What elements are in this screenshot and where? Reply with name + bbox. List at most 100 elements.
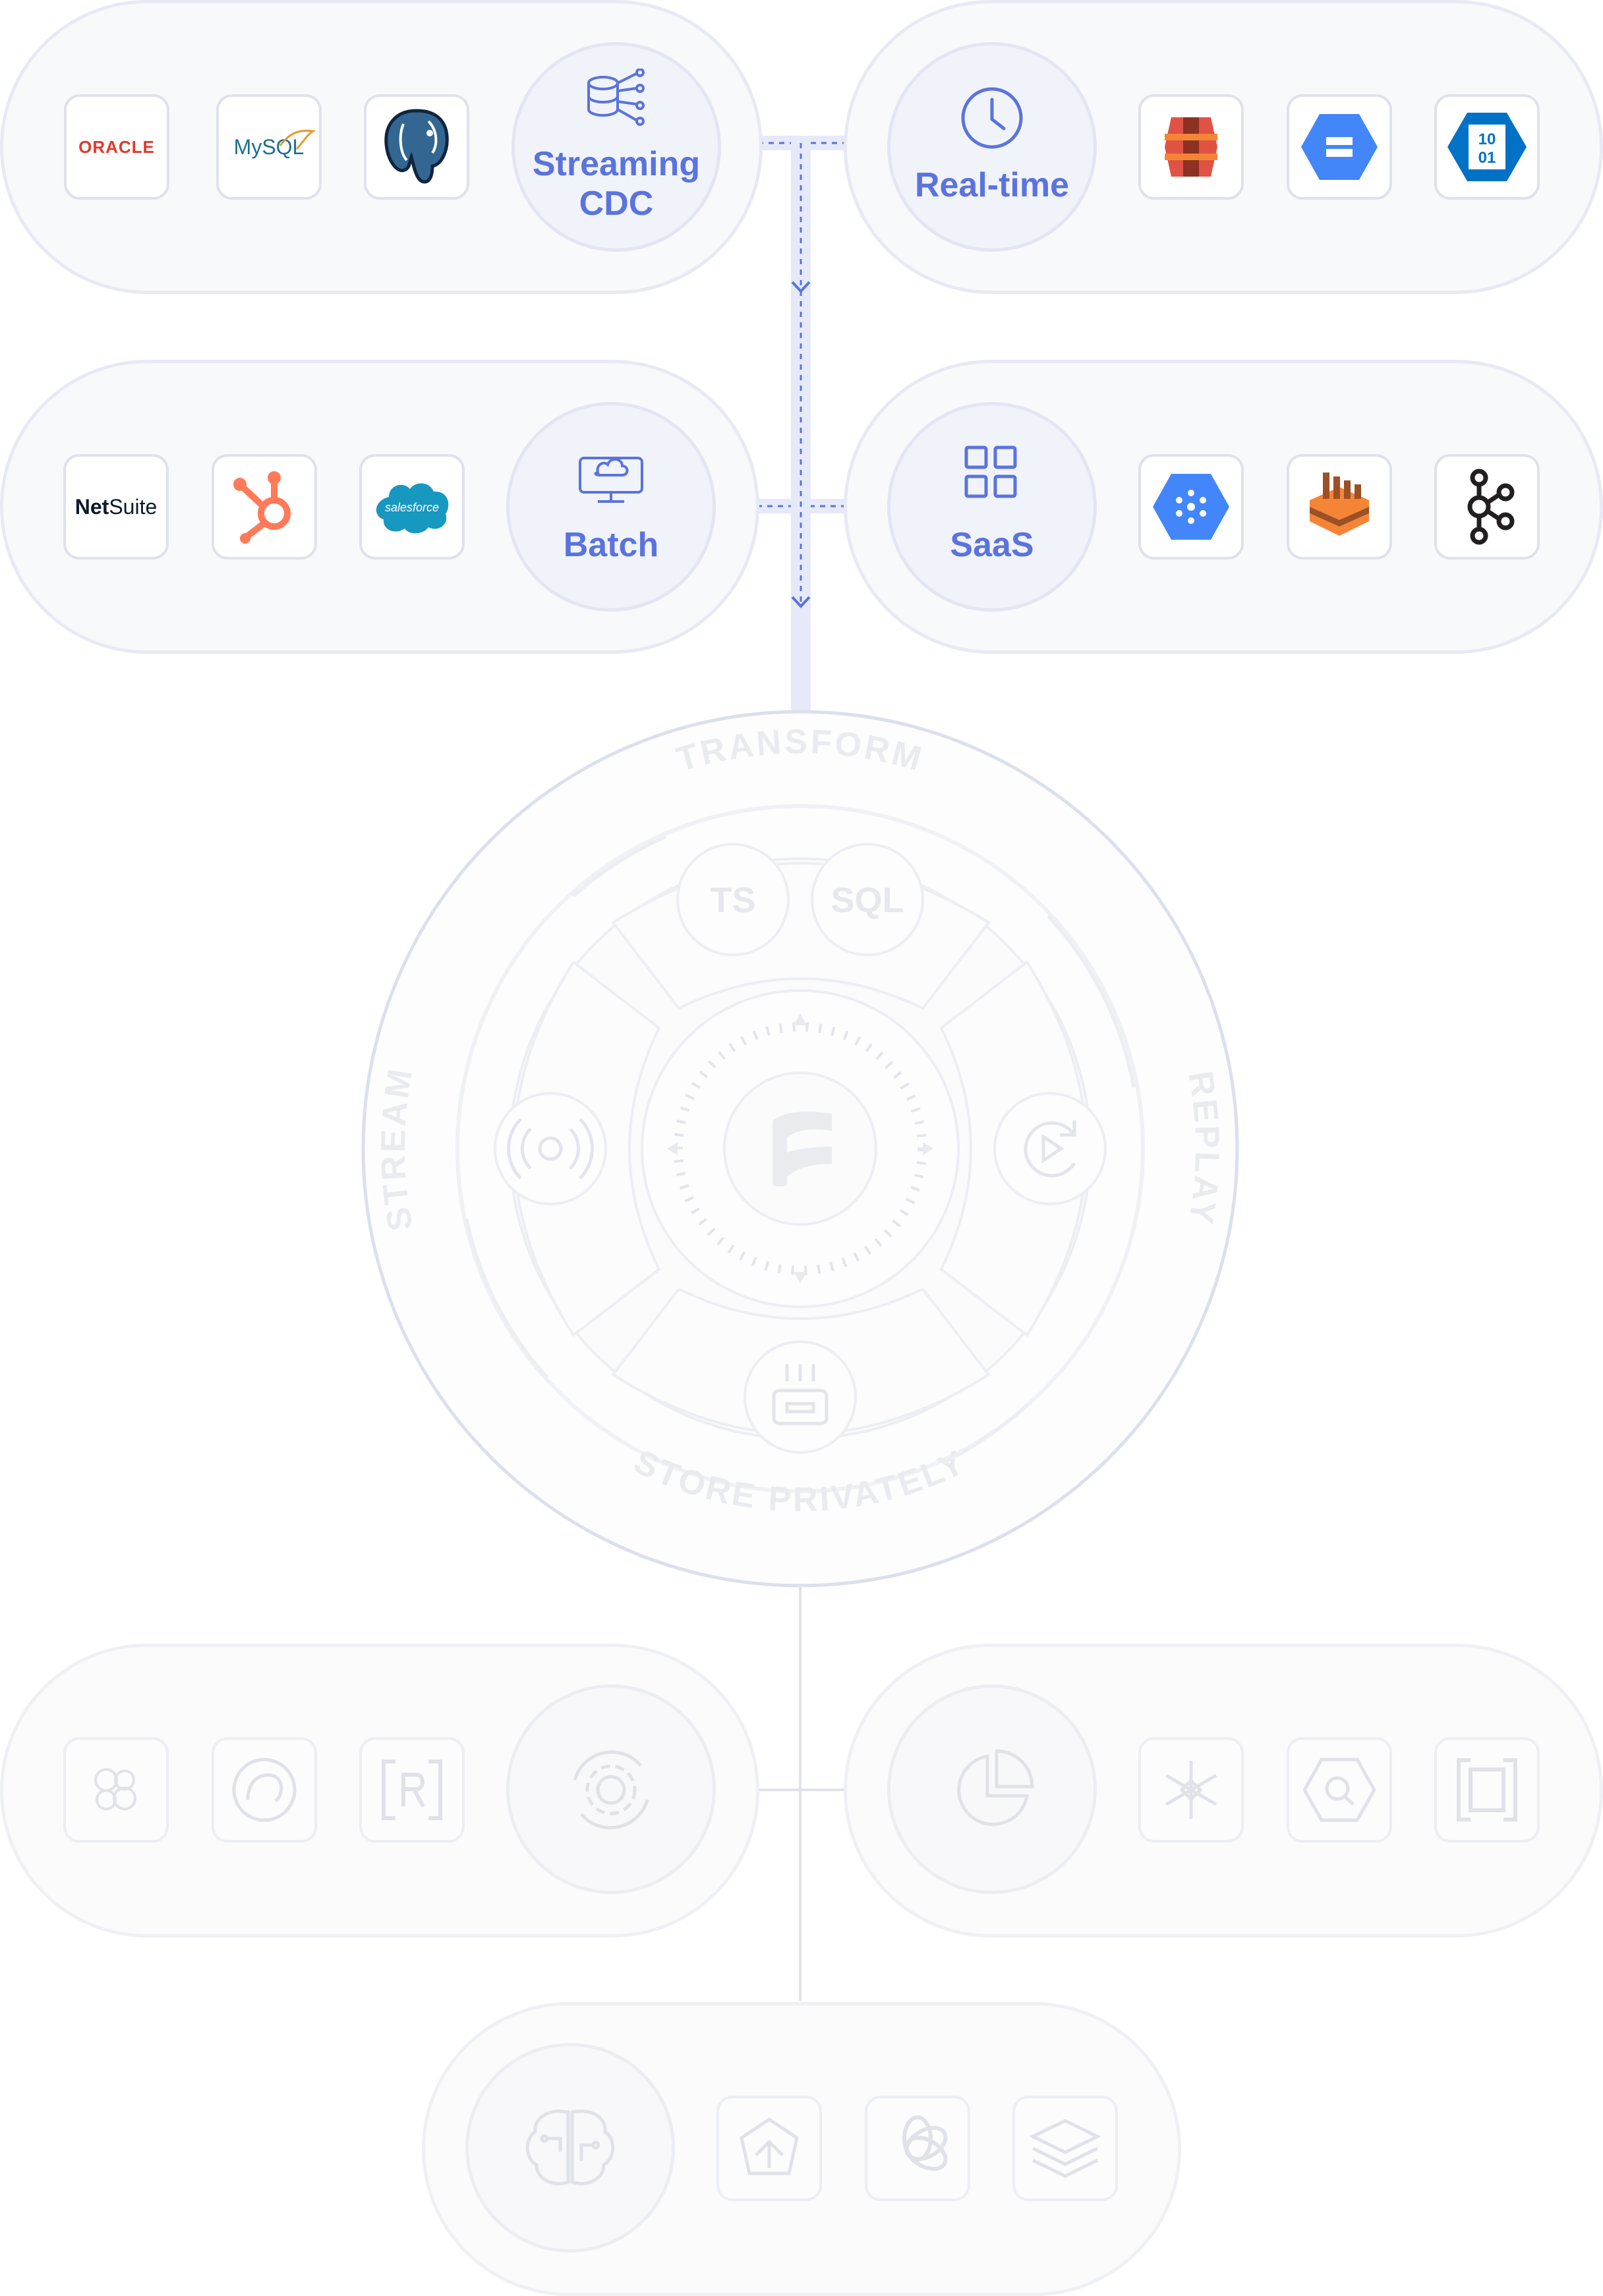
hubspot-logo[interactable] — [212, 454, 317, 560]
streaming-cdc-label-line2: CDC — [579, 185, 654, 223]
svg-text:10: 10 — [1478, 130, 1496, 148]
bracket-r-icon — [382, 1760, 442, 1820]
transform-ts-circle[interactable] — [676, 843, 790, 956]
svg-text:TRANSFORM: TRANSFORM — [672, 723, 927, 779]
hub-ring-arc — [455, 804, 1145, 1493]
aws-kinesis-icon — [1310, 473, 1369, 536]
transform-ts-label: TS — [710, 880, 755, 920]
azure-blob-hex-icon: 10 01 — [1447, 113, 1527, 181]
estuary-logo-icon — [772, 1111, 832, 1186]
bigquery-logo[interactable] — [1287, 1737, 1392, 1843]
aws-s3-bucket-icon — [1165, 117, 1217, 177]
svg-text:STREAM: STREAM — [374, 1064, 421, 1234]
realtime-node[interactable]: Real-time — [887, 42, 1097, 252]
petal-top — [611, 862, 991, 1010]
mysql-dolphin-icon — [279, 129, 316, 150]
streaming-cdc-label-line1: Streaming — [532, 145, 701, 183]
cloud-monitor-icon — [579, 457, 643, 503]
ring-arrow-top-left — [572, 835, 666, 898]
pubsub-hex-icon — [1153, 474, 1229, 540]
stack-layers-icon — [1029, 2119, 1101, 2178]
postgres-outline-icon — [232, 1758, 297, 1822]
pinecone-icon — [740, 2117, 799, 2175]
salesforce-logo[interactable]: salesforce — [359, 454, 465, 560]
batch-node[interactable]: Batch — [506, 402, 716, 612]
kafka-logo[interactable] — [1434, 454, 1540, 560]
hub-center-circle — [723, 1072, 877, 1226]
aws-s3-logo[interactable] — [1138, 94, 1244, 200]
bigquery-hex-icon — [1303, 1758, 1376, 1822]
analytics-destination-node[interactable] — [887, 1684, 1097, 1894]
ring-arrow-bottom-right — [941, 1402, 1030, 1465]
snowflake-logo[interactable] — [1138, 1737, 1244, 1843]
azure-blob-logo[interactable]: 10 01 — [1434, 94, 1540, 200]
google-pubsub-logo[interactable] — [1138, 454, 1244, 560]
transform-sql-circle[interactable] — [811, 843, 924, 956]
openai-logo[interactable] — [865, 2096, 970, 2201]
database-stream-icon — [587, 69, 645, 126]
stream-node[interactable] — [494, 1092, 607, 1205]
hub-tick-ring — [674, 1022, 927, 1275]
salesforce-logo-text: salesforce — [385, 501, 439, 514]
salesforce-cloud-icon: salesforce — [376, 483, 449, 534]
oracle-logo-text: ORACLE — [78, 136, 155, 157]
postgres-outline-logo[interactable] — [212, 1737, 317, 1843]
snowflake-icon — [1165, 1761, 1217, 1819]
ring-label-transform: TRANSFORM — [672, 723, 925, 779]
hubspot-sprocket-icon — [233, 471, 291, 544]
saas-label: SaaS — [950, 526, 1034, 564]
pie-chart-icon — [957, 1749, 1034, 1826]
arrow-down-1 — [791, 281, 811, 293]
databricks-bracket-logo[interactable] — [1434, 1737, 1540, 1843]
postgresql-elephant-icon — [384, 109, 449, 184]
tri-bottom — [794, 1272, 807, 1284]
netsuite-logo-bold: Net — [74, 494, 109, 519]
google-cloud-storage-logo[interactable] — [1287, 94, 1392, 200]
pinecone-logo[interactable] — [716, 2096, 822, 2201]
svg-text:REPLAY: REPLAY — [1180, 1068, 1226, 1228]
batch-label: Batch — [563, 526, 659, 564]
saas-node[interactable]: SaaS — [887, 402, 1097, 612]
redshift-bracket-logo[interactable] — [359, 1737, 465, 1843]
ring-label-store-privately: STORE PRIVATELY — [628, 1443, 970, 1520]
netsuite-logo-regular: Suite — [109, 494, 158, 519]
kafka-nodes-icon — [1467, 469, 1515, 545]
transform-sql-label: SQL — [831, 880, 904, 920]
openai-knot-icon — [902, 2115, 948, 2171]
tri-left — [667, 1142, 678, 1155]
stack-layers-logo[interactable] — [1012, 2096, 1118, 2201]
svg-text:01: 01 — [1478, 149, 1496, 167]
storage-drive-icon — [772, 1364, 829, 1425]
replay-icon — [1024, 1120, 1076, 1178]
realtime-label: Real-time — [914, 166, 1070, 204]
streaming-cdc-node[interactable]: Streaming CDC — [511, 42, 721, 252]
ops-destination-node[interactable] — [506, 1684, 716, 1894]
oracle-logo[interactable]: ORACLE — [64, 94, 169, 200]
mysql-logo[interactable]: MySQL — [216, 94, 322, 200]
ai-destination-node[interactable] — [465, 2043, 675, 2253]
arrow-down-2 — [791, 596, 811, 608]
store-node[interactable] — [743, 1340, 857, 1454]
postgresql-logo[interactable] — [364, 94, 469, 200]
ring-label-replay: REPLAY — [1180, 1068, 1223, 1228]
tri-top — [794, 1014, 807, 1025]
bubbles-logo[interactable] — [63, 1737, 169, 1843]
replay-node[interactable] — [993, 1092, 1107, 1205]
bubbles-icon — [94, 1768, 136, 1810]
broadcast-play-icon — [507, 1118, 594, 1180]
brain-circuit-icon — [525, 2109, 615, 2185]
tri-right — [923, 1142, 933, 1155]
ring-arrow-left — [465, 1219, 548, 1379]
mysql-logo-text: MySQL — [233, 134, 305, 159]
netsuite-logo[interactable]: NetSuite — [63, 454, 169, 560]
gcs-hex-icon — [1301, 114, 1378, 180]
ring-arrow-right — [1047, 915, 1136, 1088]
grid-apps-icon — [964, 445, 1017, 498]
gear-cycle-icon — [573, 1750, 649, 1829]
bracket-frame-icon — [1457, 1758, 1517, 1822]
aws-kinesis-logo[interactable] — [1287, 454, 1392, 560]
netsuite-logo-text: NetSuite — [75, 495, 158, 519]
svg-text:STORE PRIVATELY: STORE PRIVATELY — [628, 1443, 972, 1520]
